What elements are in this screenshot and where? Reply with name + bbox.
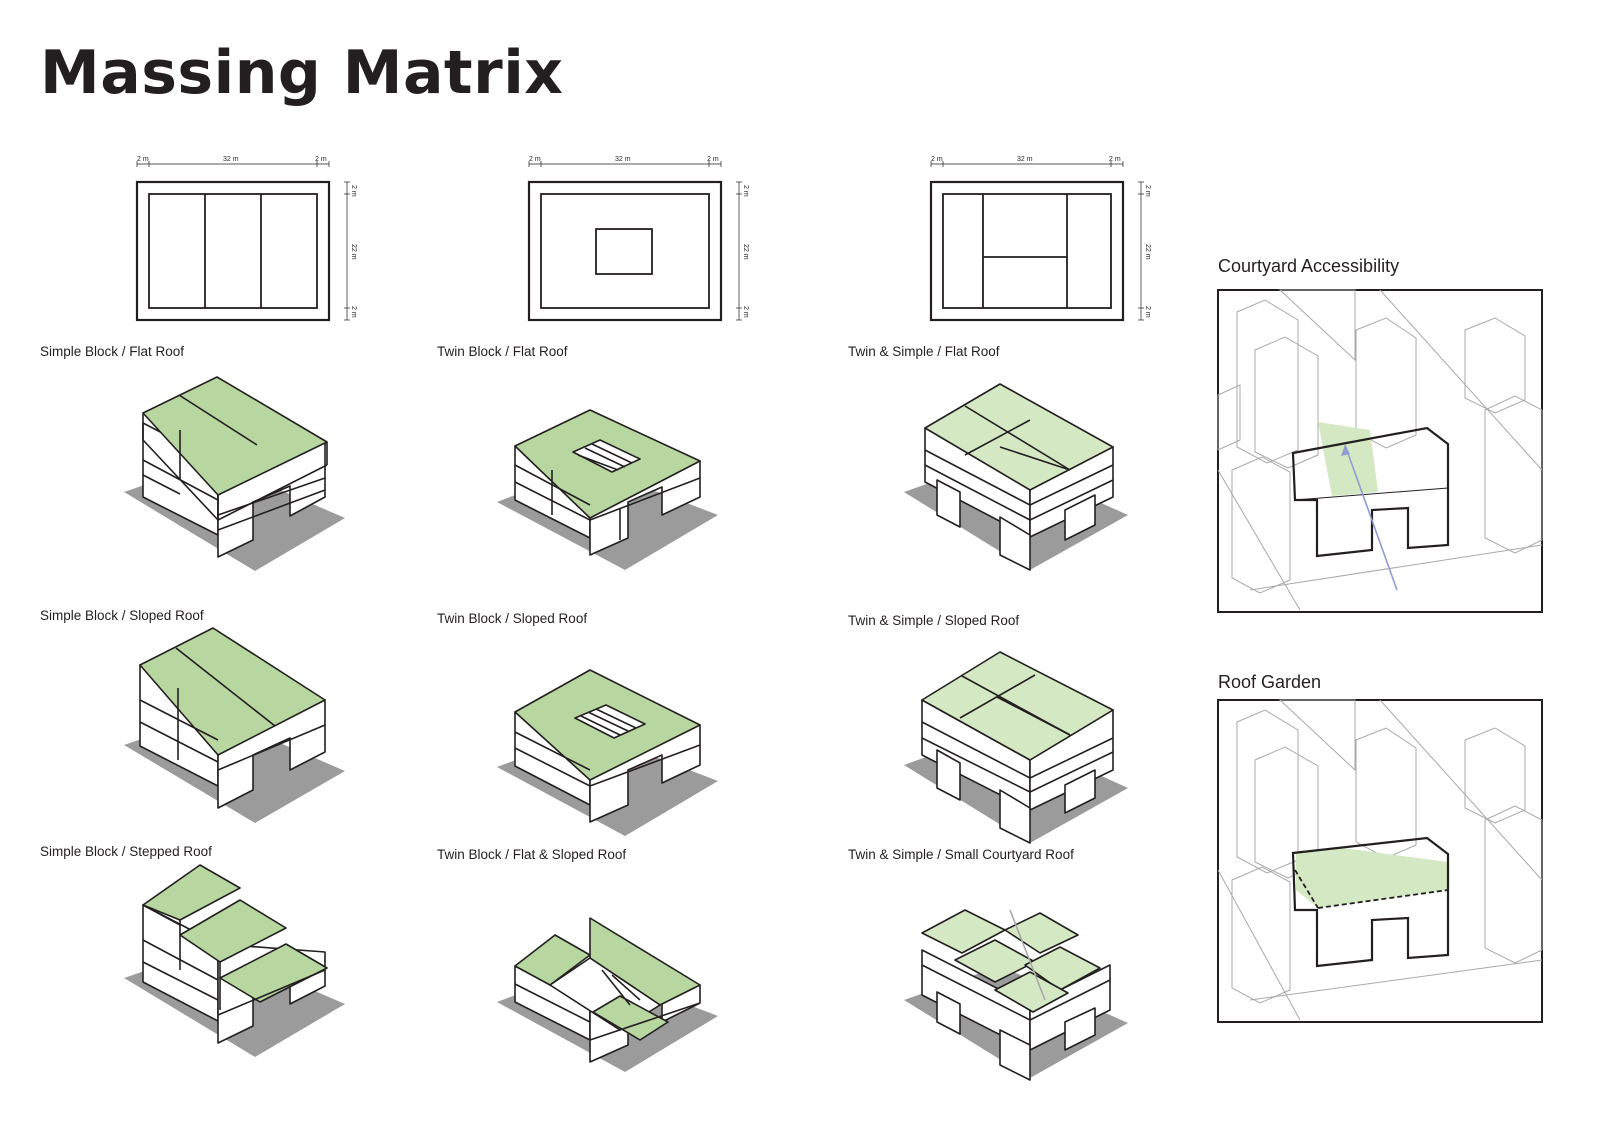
plan-dim-mid: 32 m: [1017, 156, 1033, 163]
roof-garden-panel: [1217, 699, 1543, 1023]
plan-dim-right: 2 m: [1109, 156, 1121, 163]
plan-dim-bottom: 2 m: [350, 306, 357, 318]
plan-dim-mid: 32 m: [223, 156, 239, 163]
plan-dim-right: 2 m: [707, 156, 719, 163]
courtyard-accessibility-title: Courtyard Accessibility: [1218, 256, 1400, 276]
page-title: Massing Matrix: [40, 38, 564, 108]
plan-simple-block: 2 m 32 m 2 m 2 m 22 m 2 m: [135, 156, 357, 322]
plan-dim-top: 2 m: [742, 185, 749, 197]
option-label-twin-flat-sloped: Twin Block / Flat & Sloped Roof: [437, 847, 627, 862]
massing-twinsimple-flat: [904, 383, 1128, 571]
plan-dim-left: 2 m: [931, 156, 943, 163]
plan-dim-top: 2 m: [1144, 185, 1151, 197]
option-label-simple-sloped: Simple Block / Sloped Roof: [40, 608, 204, 623]
massing-twin-sloped: [497, 669, 718, 836]
massing-simple-stepped: [124, 864, 345, 1057]
roof-garden-title: Roof Garden: [1218, 672, 1322, 692]
plan-twin-simple: 2 m 32 m 2 m 2 m 22 m 2 m: [929, 156, 1151, 322]
massing-simple-flat: [124, 376, 345, 571]
plan-dim-depth: 22 m: [1144, 244, 1151, 260]
option-label-twinsimple-sloped: Twin & Simple / Sloped Roof: [848, 613, 1020, 628]
plan-dim-left: 2 m: [137, 156, 149, 163]
courtyard-accessibility-panel: [1217, 289, 1543, 613]
plan-dim-left: 2 m: [529, 156, 541, 163]
plan-dim-depth: 22 m: [742, 244, 749, 260]
plan-dim-depth: 22 m: [350, 244, 357, 260]
option-label-twinsimple-courtyard: Twin & Simple / Small Courtyard Roof: [848, 847, 1074, 862]
option-label-twin-sloped: Twin Block / Sloped Roof: [437, 611, 588, 626]
option-label-twin-flat: Twin Block / Flat Roof: [437, 344, 568, 359]
option-label-simple-flat: Simple Block / Flat Roof: [40, 344, 185, 359]
massing-twin-flat-sloped: [497, 917, 718, 1072]
plan-dim-right: 2 m: [315, 156, 327, 163]
massing-twin-flat: [497, 409, 718, 570]
massing-twinsimple-courtyard: [904, 909, 1128, 1081]
massing-simple-sloped: [124, 627, 345, 823]
plan-dim-top: 2 m: [350, 185, 357, 197]
option-label-simple-stepped: Simple Block / Stepped Roof: [40, 844, 212, 859]
plan-dim-bottom: 2 m: [1144, 306, 1151, 318]
plan-dim-mid: 32 m: [615, 156, 631, 163]
plan-twin-block: 2 m 32 m 2 m 2 m 22 m 2 m: [527, 156, 749, 322]
plan-dim-bottom: 2 m: [742, 306, 749, 318]
massing-twinsimple-sloped: [904, 651, 1128, 844]
option-label-twinsimple-flat: Twin & Simple / Flat Roof: [848, 344, 1000, 359]
